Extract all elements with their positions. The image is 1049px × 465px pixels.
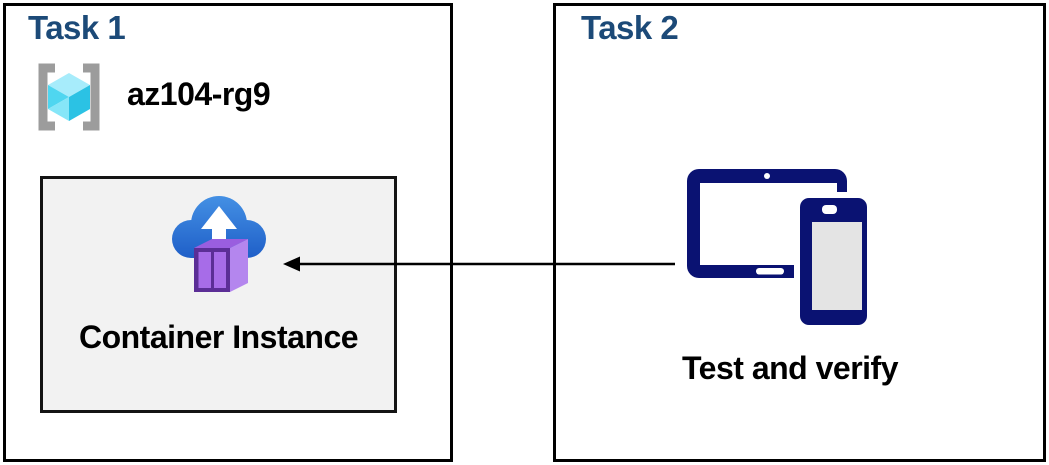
container-instance-box [40,176,397,413]
test-and-verify-label: Test and verify [682,350,898,386]
arrow-task2-to-container [283,256,675,272]
task2-title: Task 2 [581,9,679,46]
tablet-phone-devices-icon [687,169,873,331]
container-instance-icon [172,196,266,292]
resource-group-name: az104-rg9 [127,76,271,112]
container-instance-label: Container Instance [78,319,359,355]
upload-arrow-icon [201,206,237,253]
resource-group-icon [38,63,100,131]
phone-icon [794,192,873,331]
task1-title: Task 1 [28,9,126,46]
